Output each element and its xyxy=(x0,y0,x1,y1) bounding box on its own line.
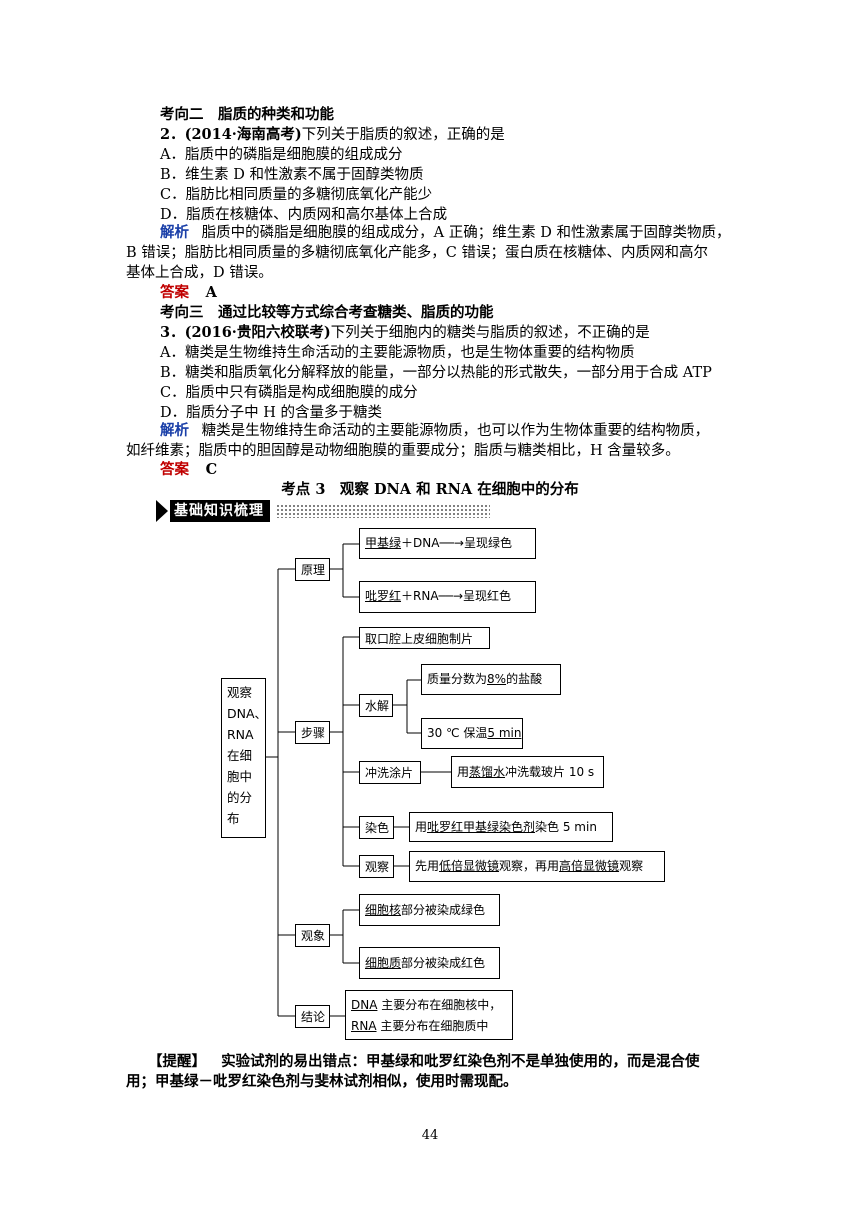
section-heading-2: 考向二 脂质的种类和功能 xyxy=(160,106,334,123)
step-hydrolysis-temp: 30 ℃ 保温5 min xyxy=(421,718,523,749)
step-rinse-detail: 用蒸馏水冲洗载玻片 10 s xyxy=(451,756,604,788)
tip-label: 【提醒】 xyxy=(148,1053,206,1070)
option: D．脂质在核糖体、内质网和高尔基体上合成 xyxy=(160,207,448,223)
steps-box: 步骤 xyxy=(295,721,330,744)
question-text: 下列关于脂质的叙述，正确的是 xyxy=(301,127,505,143)
question-3: 3．(2016·贵阳六校联考)下列关于细胞内的糖类与脂质的叙述，不正确的是 xyxy=(160,323,650,343)
analysis-line: 解析 脂质中的磷脂是细胞膜的组成成分，A 正确；维生素 D 和性激素属于固醇类物… xyxy=(160,224,731,241)
tip-line-2: 用；甲基绿－吡罗红染色剂与斐林试剂相似，使用时需现配。 xyxy=(126,1073,518,1090)
answer-value: A xyxy=(205,284,217,301)
analysis-label: 解析 xyxy=(160,224,189,241)
analysis-line: 如纤维素；脂质中的胆固醇是动物细胞膜的重要成分；脂质与糖类相比，H 含量较多。 xyxy=(126,443,680,459)
step-stain: 染色 xyxy=(359,816,394,839)
answer-line: 答案 A xyxy=(160,283,217,303)
kaodian-title: 考点 3 观察 DNA 和 RNA 在细胞中的分布 xyxy=(281,481,579,498)
phenomenon-nucleus: 细胞核部分被染成绿色 xyxy=(359,894,500,926)
answer-label: 答案 xyxy=(160,461,189,478)
principle-box: 原理 xyxy=(295,558,330,581)
tip-text: 实验试剂的易出错点：甲基绿和吡罗红染色剂不是单独使用的，而是混合使 xyxy=(221,1053,700,1070)
principle-green-box: 甲基绿＋DNA──→呈现绿色 xyxy=(359,528,536,559)
answer-value: C xyxy=(205,461,218,478)
answer-label: 答案 xyxy=(160,284,189,301)
analysis-label: 解析 xyxy=(160,422,189,439)
tip-line: 【提醒】 实验试剂的易出错点：甲基绿和吡罗红染色剂不是单独使用的，而是混合使 xyxy=(126,1052,700,1072)
answer-line: 答案 C xyxy=(160,460,217,480)
section-banner: 基础知识梳理 xyxy=(156,500,490,522)
step-hydrolysis-acid: 质量分数为8%的盐酸 xyxy=(421,664,561,695)
principle-red-box: 吡罗红＋RNA──→呈现红色 xyxy=(359,581,536,613)
step-hydrolysis: 水解 xyxy=(359,694,393,717)
analysis-line: 基体上合成，D 错误。 xyxy=(126,265,273,281)
banner-arrow-icon xyxy=(156,500,168,522)
conclusion-detail: DNA 主要分布在细胞核中， RNA 主要分布在细胞质中 xyxy=(345,990,513,1040)
banner-dots xyxy=(276,504,490,518)
step-observe: 观察 xyxy=(359,855,394,878)
option: D．脂质分子中 H 的含量多于糖类 xyxy=(160,405,382,421)
option: B．糖类和脂质氧化分解释放的能量，一部分以热能的形式散失，一部分用于合成 ATP xyxy=(160,365,712,381)
step-rinse: 冲洗涂片 xyxy=(359,761,421,784)
diagram-root-box: 观察 DNA、RNA 在细胞中的分布 xyxy=(221,678,267,838)
section-heading-3: 考向三 通过比较等方式综合考查糖类、脂质的功能 xyxy=(160,304,494,321)
question-number: 2． xyxy=(160,126,185,143)
option: C．脂肪比相同质量的多糖彻底氧化产能少 xyxy=(160,187,433,203)
step-observe-detail: 先用低倍显微镜观察，再用高倍显微镜观察 xyxy=(409,851,665,882)
question-source: (2014·海南高考) xyxy=(184,126,302,143)
option: C．脂质中只有磷脂是构成细胞膜的成分 xyxy=(160,385,418,401)
analysis-line: B 错误；脂肪比相同质量的多糖彻底氧化产能多，C 错误；蛋白质在核糖体、内质网和… xyxy=(126,245,708,261)
question-2: 2．(2014·海南高考)下列关于脂质的叙述，正确的是 xyxy=(160,125,505,145)
question-source: (2016·贵阳六校联考) xyxy=(184,324,331,341)
page-number: 44 xyxy=(421,1128,439,1143)
phenomenon-box: 观象 xyxy=(295,924,330,947)
question-text: 下列关于细胞内的糖类与脂质的叙述，不正确的是 xyxy=(330,325,650,341)
question-number: 3． xyxy=(160,324,185,341)
conclusion-box: 结论 xyxy=(295,1005,330,1028)
option: A．脂质中的磷脂是细胞膜的组成成分 xyxy=(160,147,403,163)
option: B．维生素 D 和性激素不属于固醇类物质 xyxy=(160,167,424,183)
analysis-line: 解析 糖类是生物维持生命活动的主要能源物质，也可以作为生物体重要的结构物质， xyxy=(160,422,710,439)
step-make-slide: 取口腔上皮细胞制片 xyxy=(359,627,490,649)
banner-text: 基础知识梳理 xyxy=(170,500,270,522)
phenomenon-cytoplasm: 细胞质部分被染成红色 xyxy=(359,947,500,979)
step-stain-detail: 用吡罗红甲基绿染色剂染色 5 min xyxy=(409,812,613,842)
option: A．糖类是生物维持生命活动的主要能源物质，也是生物体重要的结构物质 xyxy=(160,345,635,361)
